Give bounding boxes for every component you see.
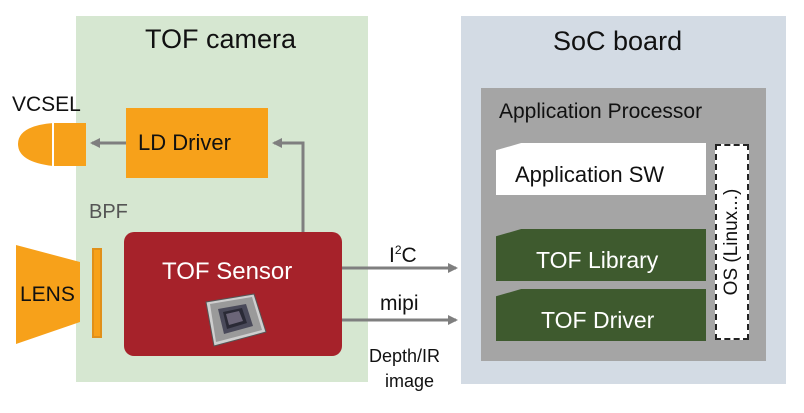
application-sw-box <box>496 143 706 195</box>
mipi-label: mipi <box>380 292 419 315</box>
lens-icon <box>16 245 80 344</box>
tof-camera-title: TOF camera <box>145 24 297 54</box>
arrow-sensor-to-ld <box>272 138 305 232</box>
tof-sensor-label: TOF Sensor <box>162 258 293 285</box>
ld-driver-label: LD Driver <box>138 130 231 155</box>
i2c-rest: C <box>401 244 417 267</box>
ld-driver-box <box>126 108 268 178</box>
depth-ir-label-line2: image <box>385 371 435 391</box>
tof-library-label: TOF Library <box>536 247 659 273</box>
i2c-base: I <box>389 244 395 267</box>
tof-library-box <box>496 229 706 281</box>
i2c-sup: 2 <box>394 243 402 257</box>
soc-board-title: SoC board <box>553 26 683 56</box>
bpf-filter <box>92 248 102 338</box>
lens-label: LENS <box>20 283 75 306</box>
application-processor-title: Application Processor <box>499 100 703 123</box>
i2c-label: I2C <box>389 243 417 268</box>
application-sw-label: Application SW <box>515 162 665 187</box>
bpf-label: BPF <box>89 201 128 223</box>
depth-ir-label-line1: Depth/IR <box>369 346 441 366</box>
tof-driver-label: TOF Driver <box>541 307 655 333</box>
os-label: OS (Linux...) <box>721 188 742 296</box>
os-box <box>715 144 749 340</box>
tof-driver-box <box>496 289 706 341</box>
sensor-chip-icon <box>205 293 267 347</box>
vcsel-label: VCSEL <box>12 93 81 116</box>
